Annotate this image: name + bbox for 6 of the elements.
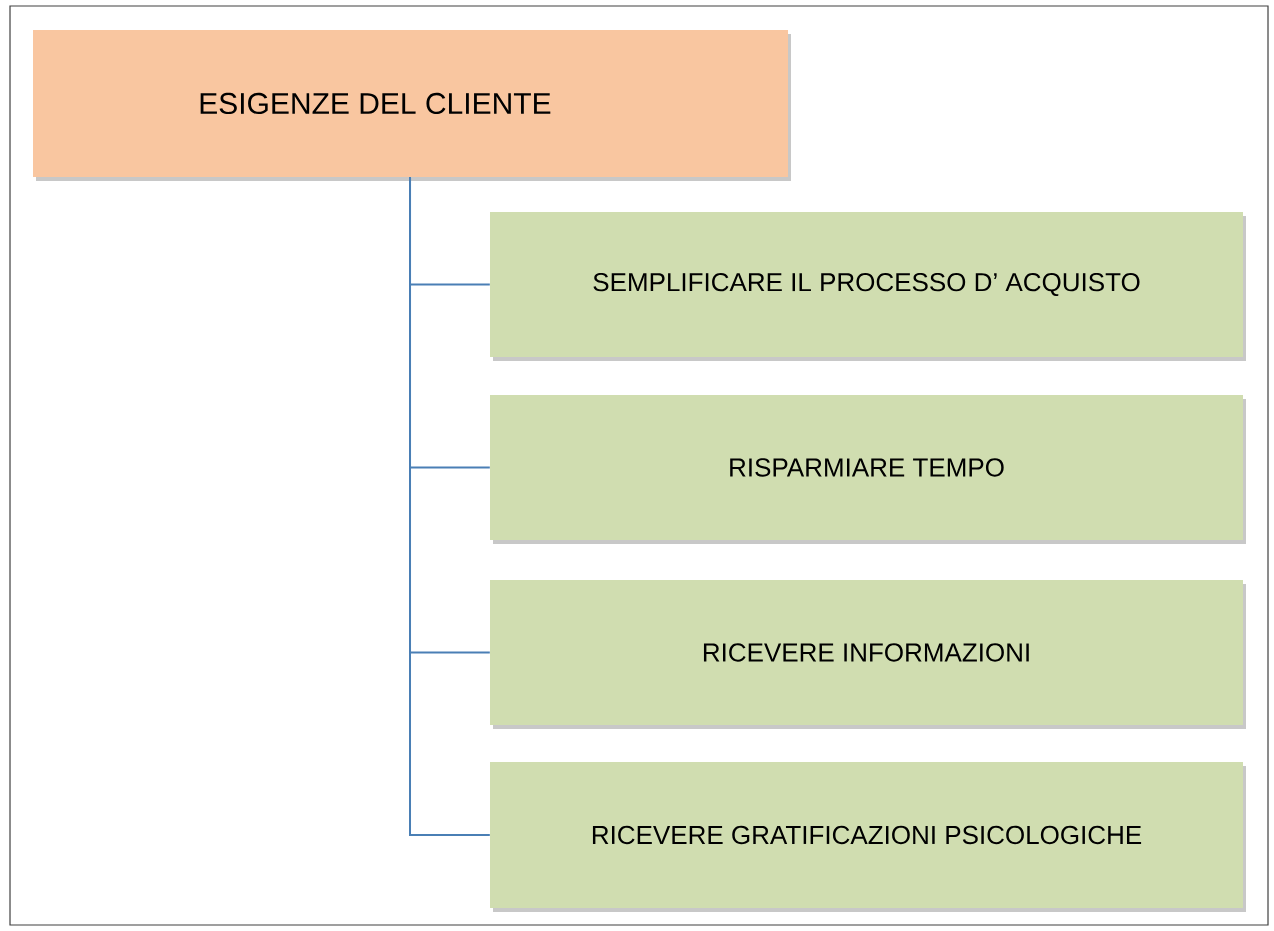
connector-line [409, 176, 491, 836]
need-box: RICEVERE INFORMAZIONI [490, 580, 1246, 729]
need-box: RISPARMIARE TEMPO [490, 395, 1246, 544]
need-box: SEMPLIFICARE IL PROCESSO D’ ACQUISTO [490, 212, 1246, 361]
root-box: ESIGENZE DEL CLIENTE [33, 30, 791, 181]
need-box: RICEVERE GRATIFICAZIONI PSICOLOGICHE [490, 762, 1246, 912]
